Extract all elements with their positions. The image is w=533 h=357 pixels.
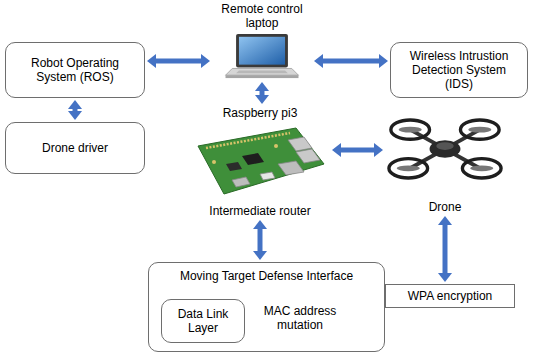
node-text: Raspberry pi3 (223, 106, 298, 120)
connector-arrow (260, 91, 265, 95)
annotation-text: MAC address mutation (255, 304, 345, 332)
shape-ellipse (397, 165, 420, 171)
shape-circle (274, 144, 278, 148)
connector-arrow (341, 148, 374, 153)
node-text: Drone (429, 200, 462, 214)
shape-polygon (278, 161, 304, 175)
shape-polygon (226, 162, 242, 171)
process-box: Robot Operating System (ROS) (5, 42, 145, 98)
process-box: Drone driver (5, 122, 145, 174)
shape-polygon (260, 172, 275, 180)
shape-polygon (296, 149, 320, 163)
shape-ellipse (430, 140, 461, 157)
shape-ellipse (462, 159, 501, 178)
process-box: Data Link Layer (161, 299, 245, 343)
node-text: Data Link Layer (168, 307, 238, 335)
connector-arrow (73, 109, 78, 111)
node-text: Moving Target Defense Interface (180, 269, 353, 283)
shape-ellipse (391, 120, 430, 139)
connector-arrow (443, 225, 448, 273)
shape-polygon (198, 128, 324, 194)
node-text: Remote control laptop (212, 2, 312, 30)
router-node: Raspberry pi3Intermediate router (190, 106, 330, 218)
node-text: Intermediate router (209, 204, 310, 218)
shape-polygon (242, 153, 264, 165)
shape-ellipse (470, 165, 493, 171)
shape-ellipse (436, 142, 453, 150)
shape-line (206, 133, 290, 148)
process-box: WPA encryption (385, 284, 515, 308)
shape-ellipse (468, 127, 491, 133)
raspberry-pi-board (192, 124, 328, 198)
shape-polygon (232, 177, 250, 187)
shape-polygon (236, 70, 288, 73)
shape-ellipse (389, 159, 428, 178)
shape-rect (226, 75, 299, 78)
connector-arrow (323, 59, 379, 64)
shape-rect (239, 37, 285, 65)
node-text: Drone driver (42, 141, 108, 155)
node-text: Wireless Intrustion Detection System (ID… (397, 49, 521, 91)
node-text: WPA encryption (408, 289, 492, 303)
shape-polygon (226, 68, 299, 75)
shape-polygon (288, 137, 312, 151)
process-box: Wireless Intrustion Detection System (ID… (390, 42, 528, 98)
shape-ellipse (460, 120, 499, 139)
drone-icon (387, 108, 503, 188)
shape-rect (236, 34, 288, 68)
node-text: Robot Operating System (ROS) (12, 56, 138, 84)
laptop-node: Remote control laptop (212, 2, 312, 80)
connector-arrow (156, 59, 201, 64)
shape-ellipse (399, 127, 422, 133)
shape-circle (212, 160, 216, 164)
drone-node: Drone (385, 108, 505, 214)
connector-arrow (258, 229, 263, 251)
laptop-icon (223, 32, 301, 80)
